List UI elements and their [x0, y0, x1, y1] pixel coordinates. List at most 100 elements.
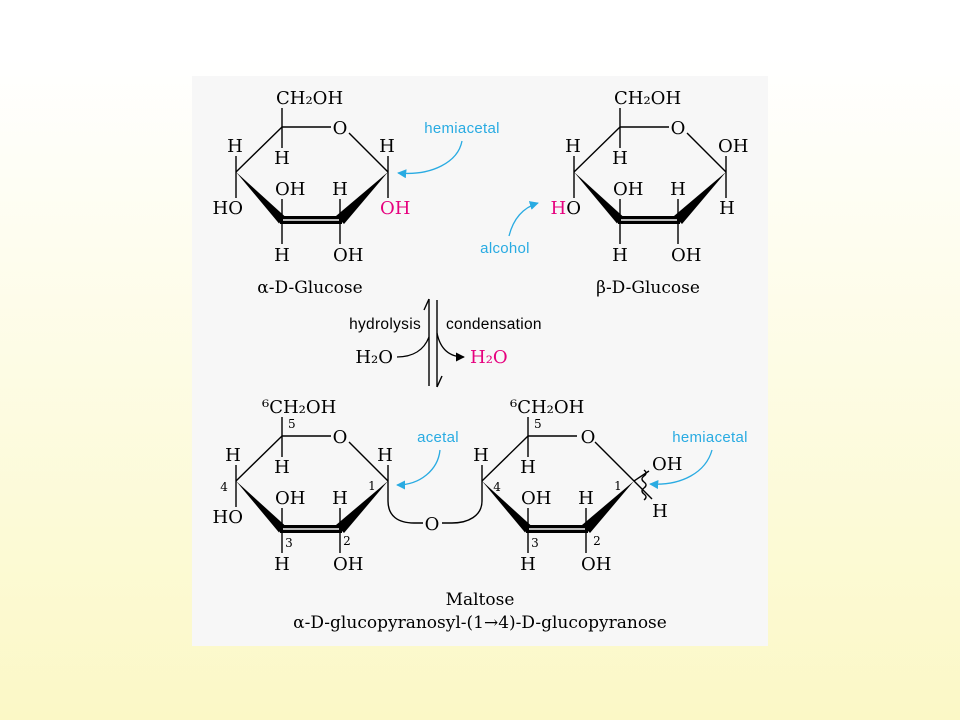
- bond-ring-oxygen-c1: [348, 441, 389, 482]
- hemiacetal-arrow-maltose: [649, 449, 713, 490]
- bond-c4-c5: [481, 435, 529, 482]
- c3-below-label: H: [520, 554, 536, 575]
- bond-c2-c1-wedge: [336, 481, 388, 533]
- c5-below-label: H: [520, 457, 536, 478]
- c5-below-label: H: [274, 148, 290, 169]
- carbon-number-1: 1: [368, 479, 376, 493]
- ring-oxygen-label: O: [581, 427, 596, 448]
- bond-c4-c3-wedge: [236, 172, 285, 224]
- carbon-number-1: 1: [614, 479, 622, 493]
- alpha-glucose: CH₂OH O H H HO H OH OH H H OH: [213, 88, 411, 266]
- c3-below-label: H: [274, 245, 290, 266]
- alpha-glucose-name: α-D-Glucose: [257, 278, 362, 298]
- c1-above-label: H: [377, 445, 393, 466]
- equilibrium-arrows: [423, 298, 443, 388]
- c2-below-label: OH: [581, 554, 611, 575]
- bond-c2-c1-wedge: [674, 172, 726, 224]
- glycosidic-linkage: [387, 481, 483, 524]
- c2-above-label: H: [670, 179, 686, 200]
- c6-group-label: ⁶CH₂OH: [510, 397, 584, 418]
- carbon-number-3: 3: [285, 536, 293, 550]
- c3-above-label: OH: [613, 179, 643, 200]
- carbon-number-4: 4: [493, 480, 501, 494]
- c1-above-label: OH: [718, 136, 748, 157]
- bond-c4-c5: [573, 126, 621, 173]
- c2-below-label: OH: [333, 245, 363, 266]
- bond-ring-oxygen-c1: [594, 441, 635, 482]
- bond-c4-c3-wedge: [482, 481, 531, 533]
- maltose-name: Maltose: [446, 590, 515, 610]
- c2-above-label: H: [578, 488, 594, 509]
- water-in-curve: [396, 336, 430, 358]
- acetal-arrow: [396, 449, 441, 490]
- glycosidic-bond-right: [442, 481, 483, 524]
- bond-c4-c3-wedge: [236, 481, 285, 533]
- c1-above-label: H: [379, 136, 395, 157]
- c6-group-label: CH₂OH: [276, 88, 343, 109]
- c3-below-label: H: [612, 245, 628, 266]
- c4-below-label: HO: [551, 198, 581, 219]
- c4-above-label: H: [227, 136, 243, 157]
- c3-above-label: OH: [275, 488, 305, 509]
- c4-below-label: HO: [213, 507, 243, 528]
- bond-ring-oxygen-c1: [348, 132, 389, 173]
- alcohol-arrow: [508, 201, 539, 237]
- c4-above-label: H: [225, 445, 241, 466]
- ring-oxygen-label: O: [333, 118, 348, 139]
- c1-upper-label: OH: [652, 454, 682, 475]
- hemiacetal-label-maltose: hemiacetal: [672, 429, 748, 446]
- beta-glucose-name: β-D-Glucose: [596, 278, 700, 298]
- condensation-arrow-head: [436, 375, 443, 388]
- c4-above-label: H: [473, 445, 489, 466]
- carbon-number-5: 5: [288, 417, 296, 431]
- ring-oxygen-label: O: [671, 118, 686, 139]
- bond-c2-c1-wedge: [336, 172, 388, 224]
- bond-c4-c5: [235, 435, 283, 482]
- c4-above-label: H: [565, 136, 581, 157]
- c1-below-hydroxyl-label: OH: [380, 198, 410, 219]
- c3-above-label: OH: [521, 488, 551, 509]
- c2-above-label: H: [332, 488, 348, 509]
- ring-oxygen-label: O: [333, 427, 348, 448]
- c2-above-label: H: [332, 179, 348, 200]
- carbon-number-4: 4: [220, 480, 228, 494]
- water-out-curve: [436, 332, 465, 362]
- c3-below-label: H: [274, 554, 290, 575]
- c6-group-label: CH₂OH: [614, 88, 681, 109]
- hemiacetal-label-alpha: hemiacetal: [424, 120, 500, 137]
- c1-lower-label: H: [652, 501, 668, 522]
- bond-c4-c3-wedge: [574, 172, 623, 224]
- glycosidic-bond-left: [387, 481, 423, 524]
- carbon-number-2: 2: [593, 534, 601, 548]
- c2-below-label: OH: [333, 554, 363, 575]
- c6-group-label: ⁶CH₂OH: [262, 397, 336, 418]
- maltose-left-ring: ⁶CH₂OH O H H HO H OH H H OH 5 1 4 3 2: [213, 397, 393, 575]
- bond-c2-c1-wedge: [582, 481, 634, 533]
- hemiacetal-arrow-alpha: [397, 140, 463, 179]
- c4-hydroxyl-oxygen: O: [566, 198, 581, 219]
- glycosidic-oxygen-label: O: [425, 514, 440, 535]
- acetal-label: acetal: [417, 429, 459, 446]
- carbon-number-3: 3: [531, 536, 539, 550]
- c1-wavy-bond: [641, 469, 647, 501]
- c5-below-label: H: [274, 457, 290, 478]
- c2-below-label: OH: [671, 245, 701, 266]
- c5-below-label: H: [612, 148, 628, 169]
- c4-hydroxyl-hydrogen: H: [551, 198, 567, 219]
- hydrolysis-label: hydrolysis: [349, 316, 421, 333]
- hydrolysis-arrow-head: [423, 298, 430, 311]
- carbon-number-2: 2: [343, 534, 351, 548]
- bond-c4-c5: [235, 126, 283, 173]
- maltose-systematic-name: α-D-glucopyranosyl-(1→4)-D-glucopyranose: [293, 613, 667, 633]
- diagram-panel: [192, 76, 768, 646]
- c1-below-label: H: [719, 198, 735, 219]
- maltose-right-ring: ⁶CH₂OH O H H OH H OH H H OH 5 1 4 3 2: [473, 397, 682, 575]
- water-out-label: H₂O: [470, 347, 508, 368]
- beta-glucose: CH₂OH O H H HO OH H OH H H OH: [551, 88, 749, 266]
- c3-above-label: OH: [275, 179, 305, 200]
- condensation-label: condensation: [446, 316, 542, 333]
- water-in-label: H₂O: [355, 347, 393, 368]
- alcohol-label: alcohol: [480, 240, 530, 257]
